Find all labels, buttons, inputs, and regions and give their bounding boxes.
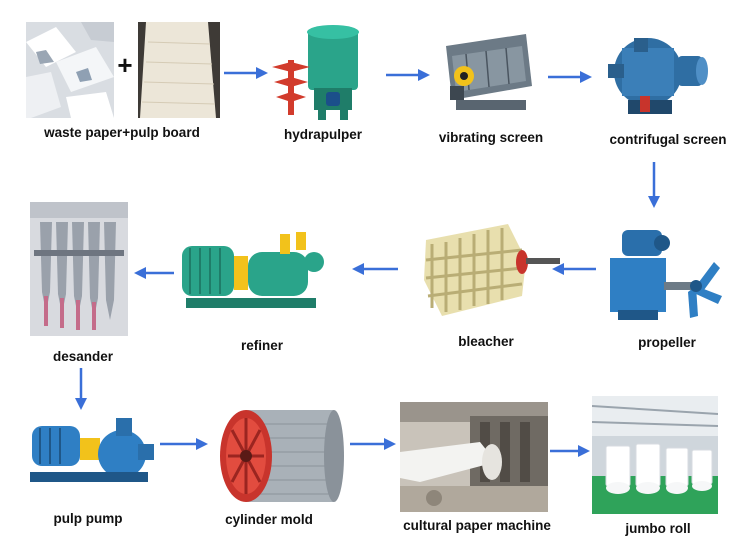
arrow-right-6: [550, 444, 590, 458]
arrow-right-2: [386, 68, 430, 82]
arrow-left-1: [552, 262, 596, 276]
desander-image: [30, 202, 128, 336]
arrow-down-1: [647, 162, 661, 208]
centrifugal-screen-image: [598, 28, 710, 120]
label-centrifugal-screen: contrifugal screen: [609, 132, 727, 147]
refiner-image: [176, 228, 336, 324]
arrow-down-2: [74, 368, 88, 410]
bleacher-image: [418, 220, 564, 318]
vibrating-screen-image: [436, 26, 536, 122]
arrow-left-3: [134, 266, 174, 280]
label-hydrapulper: hydrapulper: [283, 127, 362, 142]
arrow-left-2: [352, 262, 398, 276]
label-waste-paper: waste paper+pulp board: [44, 125, 200, 140]
arrow-right-4: [160, 437, 208, 451]
label-paper-machine: cultural paper machine: [403, 518, 551, 533]
paper-machine-image: [400, 402, 548, 512]
pulp-pump-image: [26, 414, 156, 504]
propeller-image: [604, 222, 726, 334]
label-refiner: refiner: [240, 338, 284, 353]
arrow-right-5: [350, 437, 396, 451]
label-propeller: propeller: [638, 335, 696, 350]
label-desander: desander: [52, 349, 114, 364]
arrow-right-3: [548, 70, 592, 84]
label-vibrating-screen: vibrating screen: [438, 130, 544, 145]
cylinder-mold-image: [216, 404, 346, 508]
label-pulp-pump: pulp pump: [53, 511, 123, 526]
pulp-board-image: [138, 22, 220, 118]
label-jumbo-roll: jumbo roll: [625, 521, 691, 536]
label-cylinder-mold: cylinder mold: [225, 512, 313, 527]
plus-sign: +: [117, 50, 133, 80]
arrow-right-1: [224, 66, 268, 80]
label-bleacher: bleacher: [458, 334, 514, 349]
jumbo-roll-image: [592, 396, 718, 514]
hydrapulper-image: [268, 22, 378, 122]
waste-paper-image: [26, 22, 114, 118]
